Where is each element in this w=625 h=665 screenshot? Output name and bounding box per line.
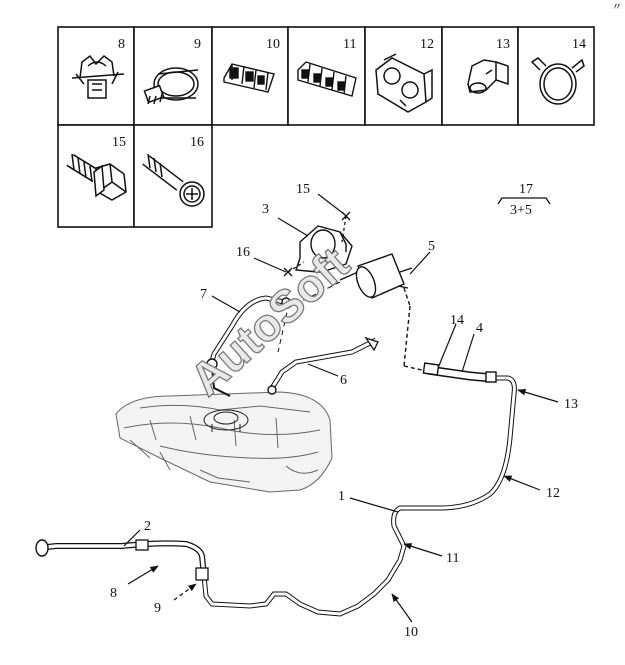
callout-5: 5	[428, 239, 435, 254]
callout-11: 11	[446, 551, 459, 566]
double-line-bracket-icon	[375, 53, 433, 113]
part-number-12: 12	[420, 37, 434, 52]
callout-13: 13	[564, 397, 578, 412]
fuel-tank-illustration	[115, 391, 333, 493]
tank-link	[211, 367, 231, 397]
callout-leaders	[123, 193, 559, 623]
part-number-15: 15	[112, 135, 126, 150]
main-fuel-line-1	[201, 375, 517, 617]
part-number-10: 10	[266, 37, 280, 52]
callout-labels: 3 15 16 5 7 6 14 4 1 2 11 12 13 10 8 9	[110, 182, 578, 640]
part-number-11: 11	[343, 37, 356, 52]
callout-7: 7	[200, 287, 207, 302]
hex-flange-bolt-icon	[66, 153, 127, 201]
leader-dashed	[277, 281, 341, 353]
callout-10: 10	[404, 625, 418, 640]
fuel-line-6	[267, 336, 379, 395]
part-number-9: 9	[194, 37, 201, 52]
callout-14: 14	[450, 313, 464, 328]
spring-band-clamp-icon	[530, 57, 585, 105]
kit-number: 17	[519, 182, 533, 197]
filler-line-2	[35, 539, 209, 581]
filter-bracket	[295, 225, 353, 273]
part-number-14: 14	[572, 37, 586, 52]
part-number-16: 16	[190, 135, 204, 150]
triple-pipe-clip-icon	[223, 63, 275, 93]
kit-17-label: 17 3+5	[497, 182, 551, 218]
parts-grid	[57, 26, 595, 228]
callout-15: 15	[296, 182, 310, 197]
callout-6: 6	[340, 373, 347, 388]
callout-12: 12	[546, 486, 560, 501]
fuel-filter	[339, 253, 423, 371]
part-number-13: 13	[496, 37, 510, 52]
long-screw-bolt-icon	[142, 153, 205, 207]
hose-clamp-icon	[143, 67, 199, 105]
callout-16: 16	[236, 245, 250, 260]
parts-grid-numbers: 8 9 10 11 12 13 14 15 16	[112, 37, 586, 150]
callout-8: 8	[110, 586, 117, 601]
watermark-text: AutoSoft	[180, 237, 359, 406]
push-clip-icon	[71, 54, 125, 99]
corner-mark: 〃	[612, 2, 622, 13]
part-number-8: 8	[118, 37, 125, 52]
callout-2: 2	[144, 519, 151, 534]
fuel-hose-4	[422, 362, 497, 383]
callout-3: 3	[262, 202, 269, 217]
kit-contents: 3+5	[510, 203, 532, 218]
callout-1: 1	[338, 489, 345, 504]
quad-pipe-clip-icon	[297, 61, 357, 97]
callout-4: 4	[476, 321, 483, 336]
single-pipe-clip-icon	[467, 59, 509, 94]
callout-9: 9	[154, 601, 161, 616]
